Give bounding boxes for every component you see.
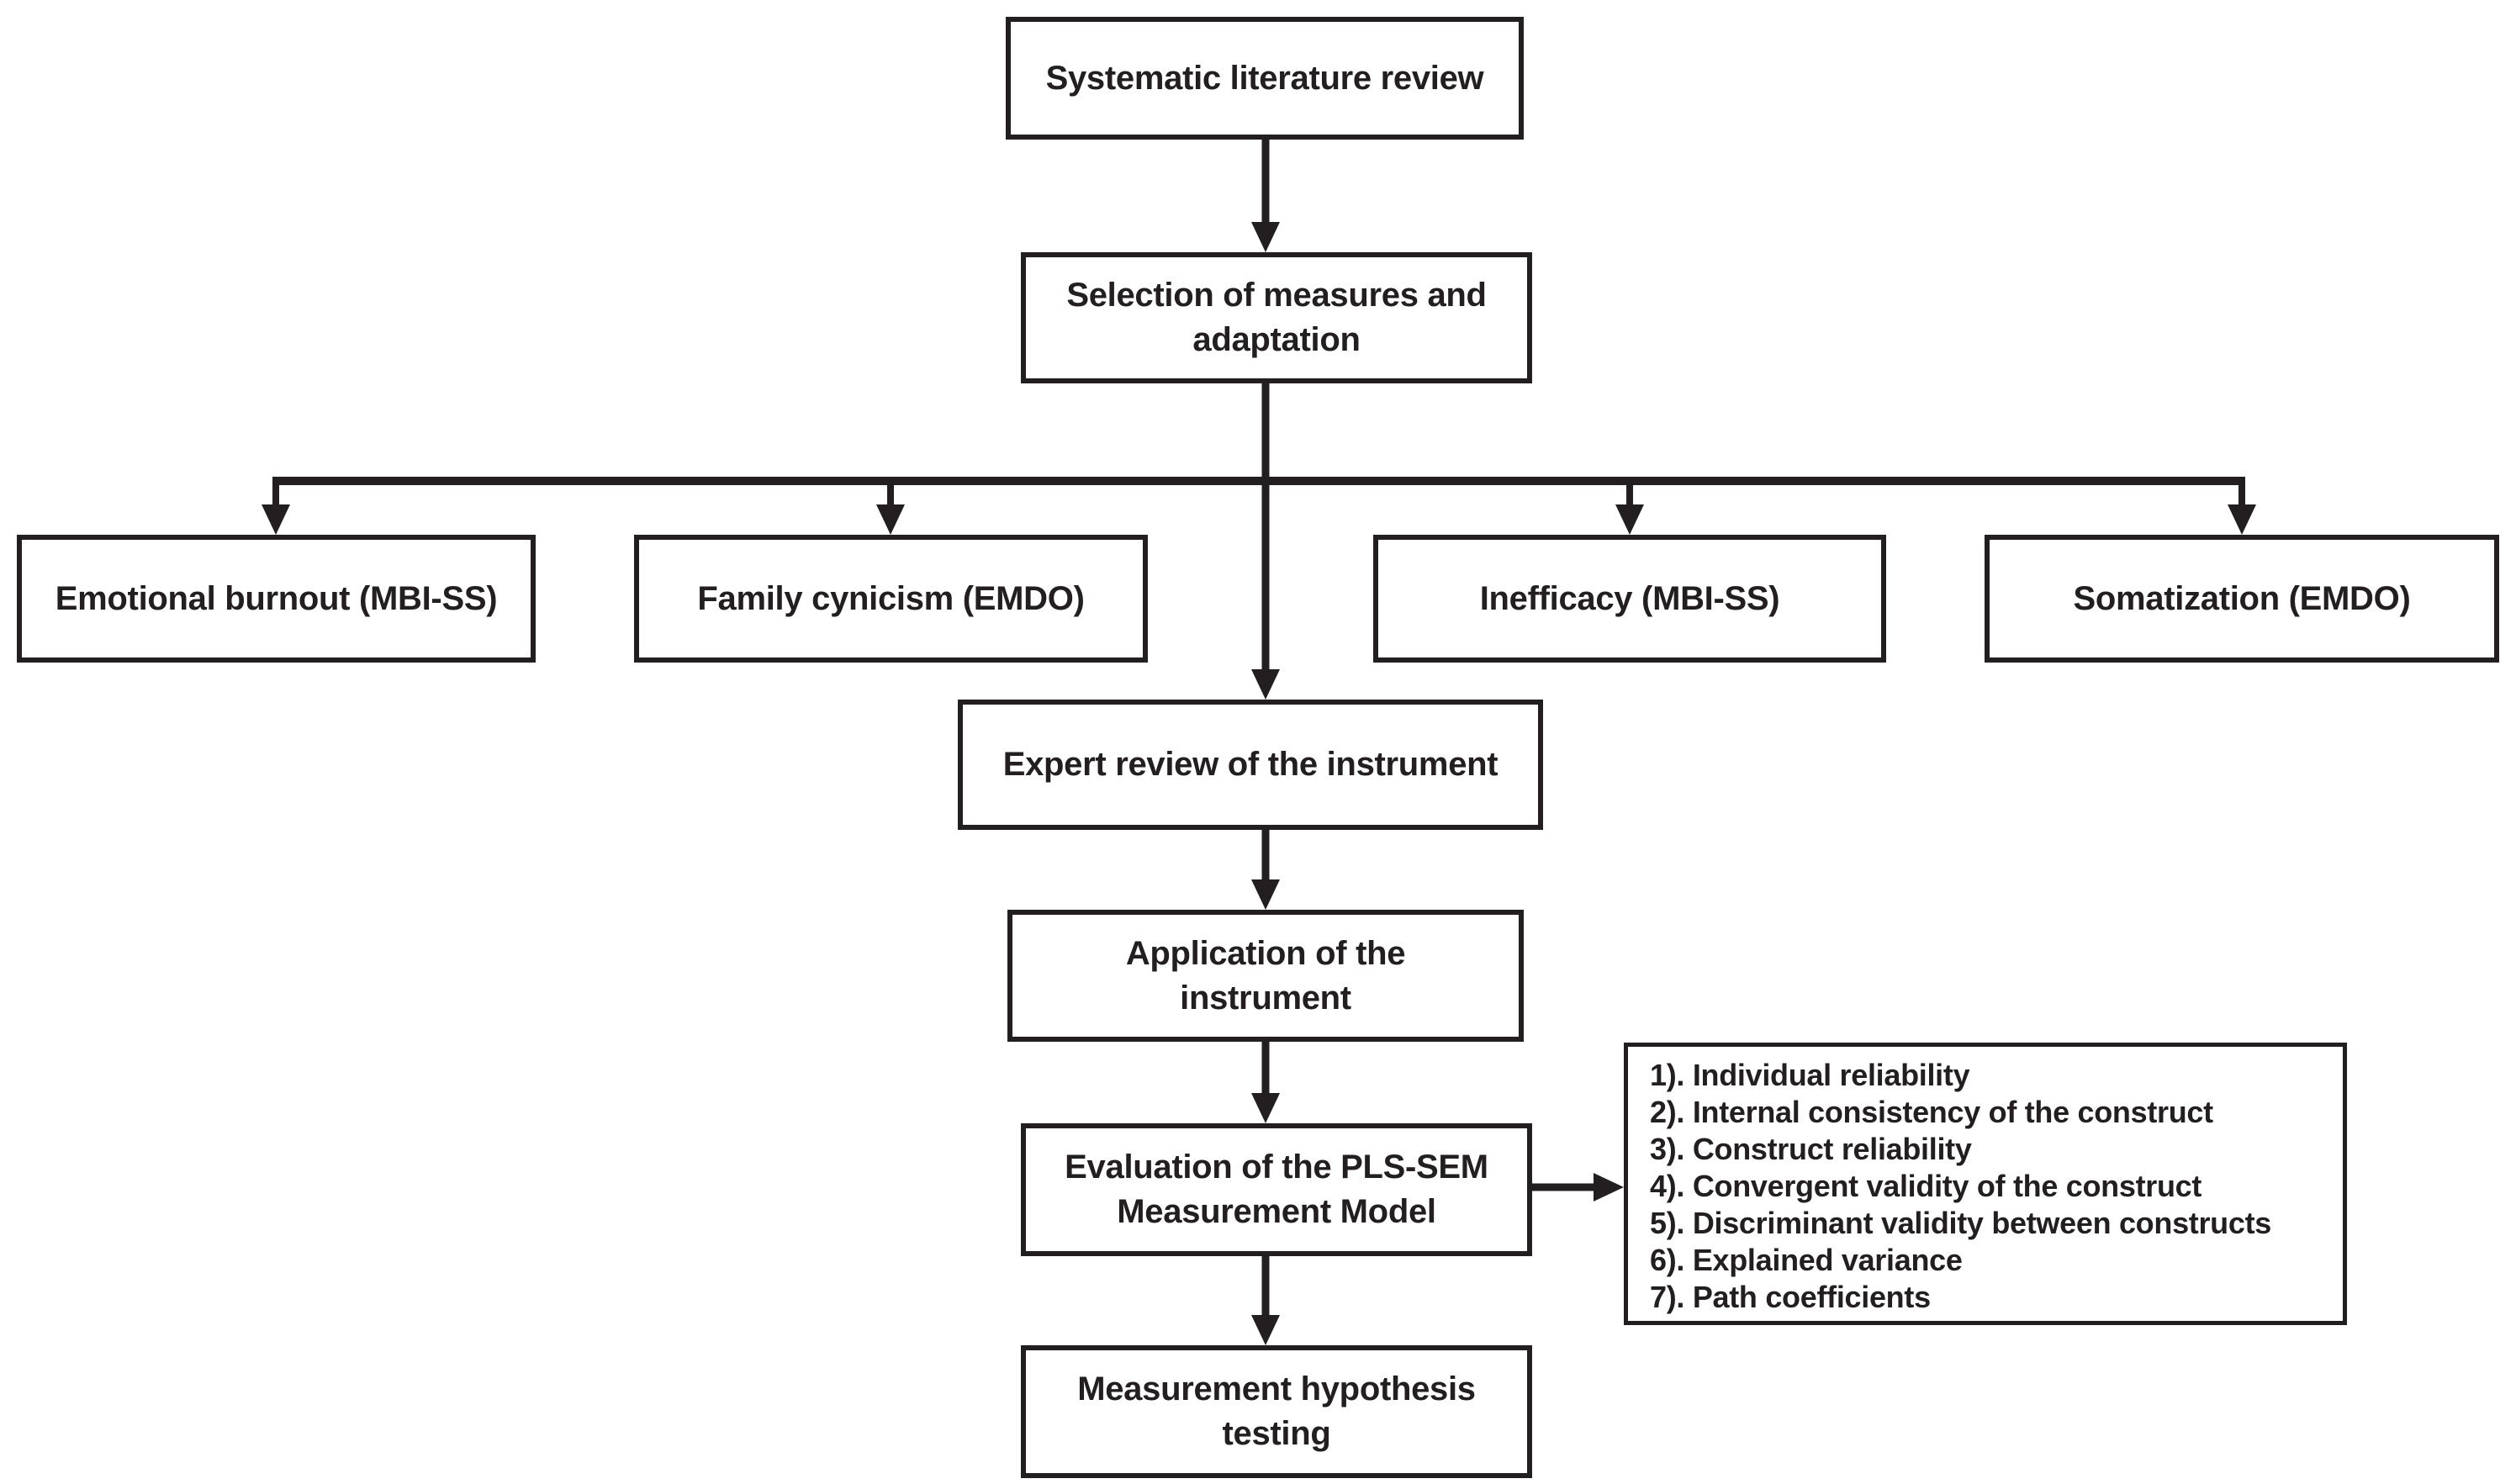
box-family-cynicism: Family cynicism (EMDO): [634, 535, 1148, 663]
box-label: Emotional burnout (MBI-SS): [55, 579, 498, 617]
criteria-item: 1). Individual reliability: [1650, 1058, 1970, 1092]
branch-selection-to-measures: [262, 383, 2256, 535]
box-emotional-burnout: Emotional burnout (MBI-SS): [17, 535, 536, 663]
box-evaluation-pls-sem: Evaluation of the PLS-SEM Measurement Mo…: [1021, 1123, 1532, 1256]
box-expert-review: Expert review of the instrument: [958, 700, 1543, 830]
box-label: Inefficacy (MBI-SS): [1479, 579, 1780, 617]
box-measurement-hypothesis-testing: Measurement hypothesis testing: [1021, 1345, 1532, 1478]
box-inefficacy: Inefficacy (MBI-SS): [1373, 535, 1886, 663]
criteria-item: 7). Path coefficients: [1650, 1280, 1931, 1314]
box-label: Systematic literature review: [1045, 59, 1484, 97]
box-label: Expert review of the instrument: [1002, 746, 1498, 784]
box-label: Family cynicism (EMDO): [697, 579, 1085, 617]
box-selection-of-measures: Selection of measures and adaptation: [1021, 252, 1532, 383]
criteria-item: 4). Convergent validity of the construct: [1650, 1169, 2202, 1203]
criteria-item: 5). Discriminant validity between constr…: [1650, 1206, 2272, 1240]
box-label: Somatization (EMDO): [2073, 579, 2411, 617]
arrow-expert-to-application: [1251, 830, 1280, 910]
box-label: Evaluation of the PLS-SEM Measurement Mo…: [1065, 1149, 1488, 1230]
arrow-evaluation-to-hypothesis: [1251, 1256, 1280, 1345]
criteria-item: 2). Internal consistency of the construc…: [1650, 1095, 2213, 1129]
box-label: Selection of measures and adaptation: [1066, 277, 1487, 358]
box-label: Application of the instrument: [1125, 934, 1406, 1017]
box-label: Measurement hypothesis testing: [1077, 1370, 1476, 1452]
box-systematic-literature-review: Systematic literature review: [1006, 17, 1524, 140]
arrow-application-to-evaluation: [1251, 1042, 1280, 1123]
box-application-of-instrument: Application of the instrument: [1007, 910, 1524, 1042]
arrow-evaluation-to-criteria: [1532, 1173, 1624, 1201]
box-evaluation-criteria-list: 1). Individual reliability 2). Internal …: [1624, 1043, 2347, 1325]
arrow-branch-to-expert-review: [1251, 481, 1280, 700]
criteria-item: 6). Explained variance: [1650, 1243, 1963, 1277]
box-somatization: Somatization (EMDO): [1985, 535, 2499, 663]
criteria-item: 3). Construct reliability: [1650, 1132, 1972, 1166]
arrow-systematic-to-selection: [1251, 140, 1280, 252]
